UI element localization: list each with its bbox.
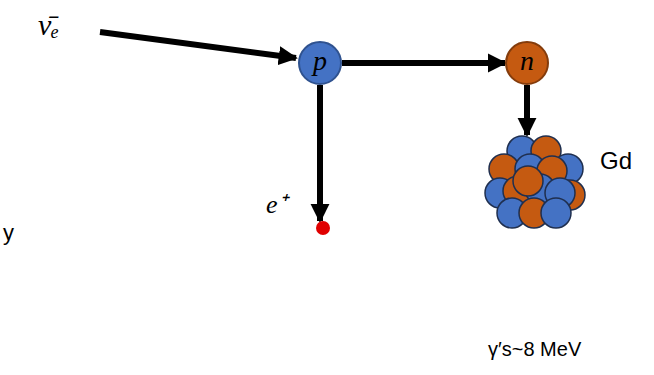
particle-label: e⁺ — [266, 185, 287, 221]
element-label: Gd — [600, 147, 632, 175]
particle-symbol: p — [313, 47, 327, 75]
positron-dot: e⁺ — [316, 221, 330, 235]
neutron-circle: n — [505, 41, 549, 85]
reaction-arrow — [524, 85, 530, 135]
neutrino-label: ν̄ₑ — [38, 8, 59, 42]
reaction-arrow — [317, 85, 323, 221]
cut-off-text: y — [3, 220, 14, 246]
neutrino-arrow — [100, 32, 296, 58]
proton-circle: p — [298, 41, 342, 85]
particle-symbol: n — [520, 47, 534, 75]
reaction-arrow — [342, 60, 505, 66]
nucleus-drawing — [482, 135, 590, 231]
gamma-energy-label: γ′s~8 MeV — [488, 338, 581, 361]
gd-nucleus: Gd — [482, 135, 590, 231]
